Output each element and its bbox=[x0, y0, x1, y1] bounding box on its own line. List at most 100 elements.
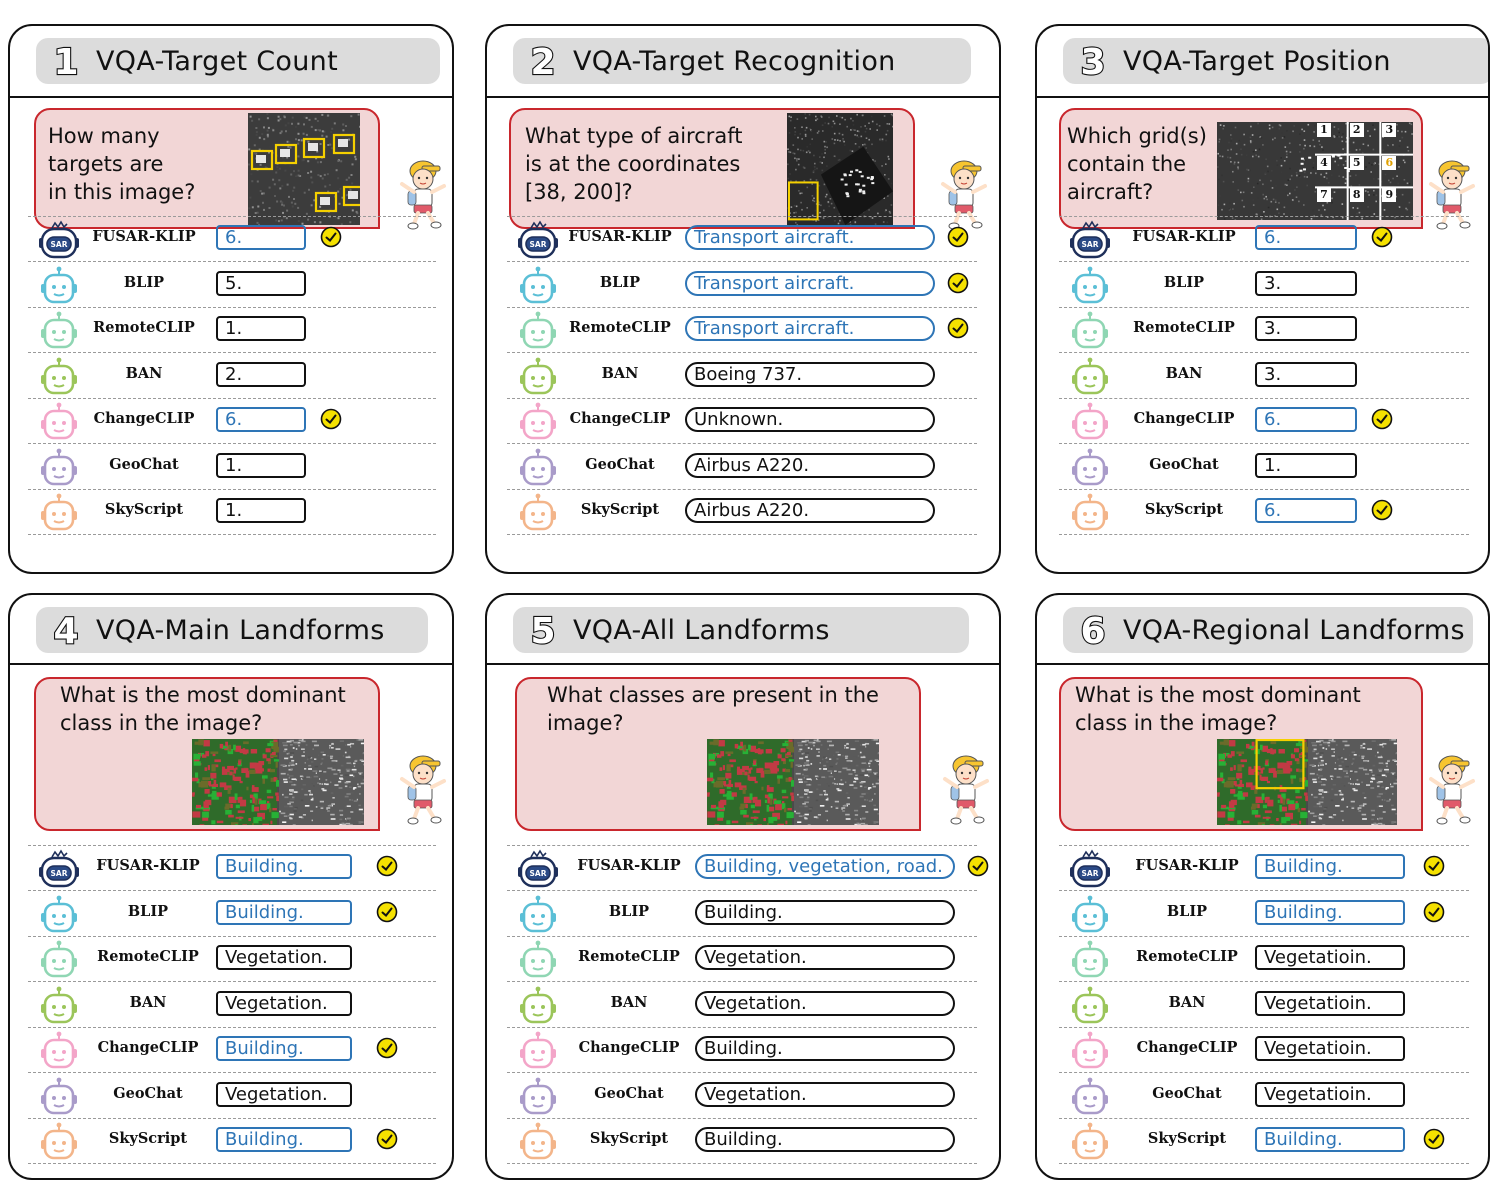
check-icon bbox=[967, 855, 989, 877]
row-divider bbox=[507, 1026, 977, 1028]
answer-box: Building. bbox=[1255, 854, 1405, 879]
kid-mascot-icon bbox=[1423, 751, 1481, 825]
model-name: SkyScript bbox=[1144, 501, 1224, 518]
model-name: RemoteCLIP bbox=[578, 948, 680, 965]
row-divider bbox=[1059, 935, 1469, 937]
check-icon bbox=[320, 408, 342, 430]
robot-icon bbox=[517, 311, 559, 351]
panel-number-icon: 4 bbox=[36, 610, 96, 650]
question-text: Which grid(s) contain the aircraft? bbox=[1067, 124, 1207, 204]
robot-icon bbox=[1069, 448, 1111, 488]
title-divider bbox=[1037, 663, 1488, 665]
row-divider bbox=[507, 488, 977, 490]
sar-robot-icon: SAR bbox=[517, 220, 559, 260]
answer-box: Vegetation. bbox=[216, 1081, 352, 1107]
row-divider bbox=[507, 261, 977, 262]
kid-mascot-icon bbox=[937, 751, 995, 825]
row-divider bbox=[507, 216, 977, 217]
panel-title-bar: 5 VQA-All Landforms bbox=[513, 607, 969, 653]
check-icon bbox=[376, 901, 398, 923]
grid-cell-label: 9 bbox=[1382, 188, 1397, 203]
panel-title-bar: 3 VQA-Target Position bbox=[1063, 38, 1488, 84]
row-divider bbox=[1059, 443, 1469, 444]
row-divider bbox=[507, 890, 977, 891]
sar-image bbox=[1217, 739, 1397, 825]
panel-title-bar: 1 VQA-Target Count bbox=[36, 38, 440, 84]
robot-icon bbox=[38, 311, 80, 351]
answer-box: 3. bbox=[1255, 270, 1357, 296]
robot-icon bbox=[517, 1077, 559, 1117]
robot-icon bbox=[517, 986, 559, 1026]
answer-box: 3. bbox=[1255, 316, 1357, 341]
row-divider bbox=[1059, 261, 1469, 262]
answer-box: Vegetatioin. bbox=[1255, 945, 1405, 970]
answer-box: Building. bbox=[1255, 899, 1405, 925]
row-divider bbox=[28, 1117, 436, 1119]
answer-box: 3. bbox=[1255, 361, 1357, 387]
sar-robot-icon: SAR bbox=[38, 849, 80, 889]
kid-mascot-icon bbox=[935, 156, 993, 230]
answer-box: Building. bbox=[216, 1036, 352, 1061]
panel-title: VQA-All Landforms bbox=[573, 614, 830, 646]
model-name: BLIP bbox=[608, 902, 650, 920]
model-name: BAN bbox=[601, 364, 639, 382]
check-icon bbox=[1371, 226, 1393, 248]
panel-number-icon: 1 bbox=[36, 41, 96, 81]
answer-box: Vegetation. bbox=[216, 945, 352, 970]
title-divider bbox=[10, 663, 452, 665]
answer-box: Vegetation. bbox=[695, 1081, 955, 1107]
check-icon bbox=[320, 226, 342, 248]
kid-mascot-icon bbox=[394, 156, 452, 230]
row-divider bbox=[507, 1163, 977, 1164]
robot-icon bbox=[1069, 493, 1111, 533]
sar-robot-icon: SAR bbox=[38, 220, 80, 260]
answer-box: 6. bbox=[1255, 407, 1357, 432]
row-divider bbox=[1059, 1072, 1469, 1073]
answer-box: 1. bbox=[1255, 452, 1357, 478]
row-divider bbox=[28, 534, 436, 535]
robot-icon bbox=[517, 357, 559, 397]
model-name: RemoteCLIP bbox=[1136, 948, 1238, 965]
model-name: ChangeCLIP bbox=[1133, 410, 1235, 427]
robot-icon bbox=[1069, 940, 1111, 980]
robot-icon bbox=[517, 493, 559, 533]
kid-mascot-icon bbox=[394, 751, 452, 825]
model-name: RemoteCLIP bbox=[93, 319, 195, 336]
question-text: What is the most dominant class in the i… bbox=[1075, 683, 1361, 735]
robot-icon bbox=[38, 986, 80, 1026]
row-divider bbox=[28, 443, 436, 444]
model-name: GeoChat bbox=[109, 455, 179, 473]
robot-icon bbox=[38, 1122, 80, 1162]
answer-box: Building, vegetation, road. bbox=[695, 854, 955, 879]
answer-box: Transport aircraft. bbox=[685, 316, 935, 341]
grid-cell-label: 1 bbox=[1317, 123, 1331, 137]
title-divider bbox=[487, 663, 999, 665]
answer-box: Building. bbox=[216, 899, 352, 925]
sar-robot-icon: SAR bbox=[1069, 220, 1111, 260]
row-divider bbox=[507, 845, 977, 846]
model-name: BAN bbox=[1168, 993, 1206, 1011]
answer-box: Transport aircraft. bbox=[685, 225, 935, 250]
row-divider bbox=[28, 488, 436, 490]
row-divider bbox=[28, 845, 436, 846]
model-name: GeoChat bbox=[1152, 1084, 1222, 1102]
